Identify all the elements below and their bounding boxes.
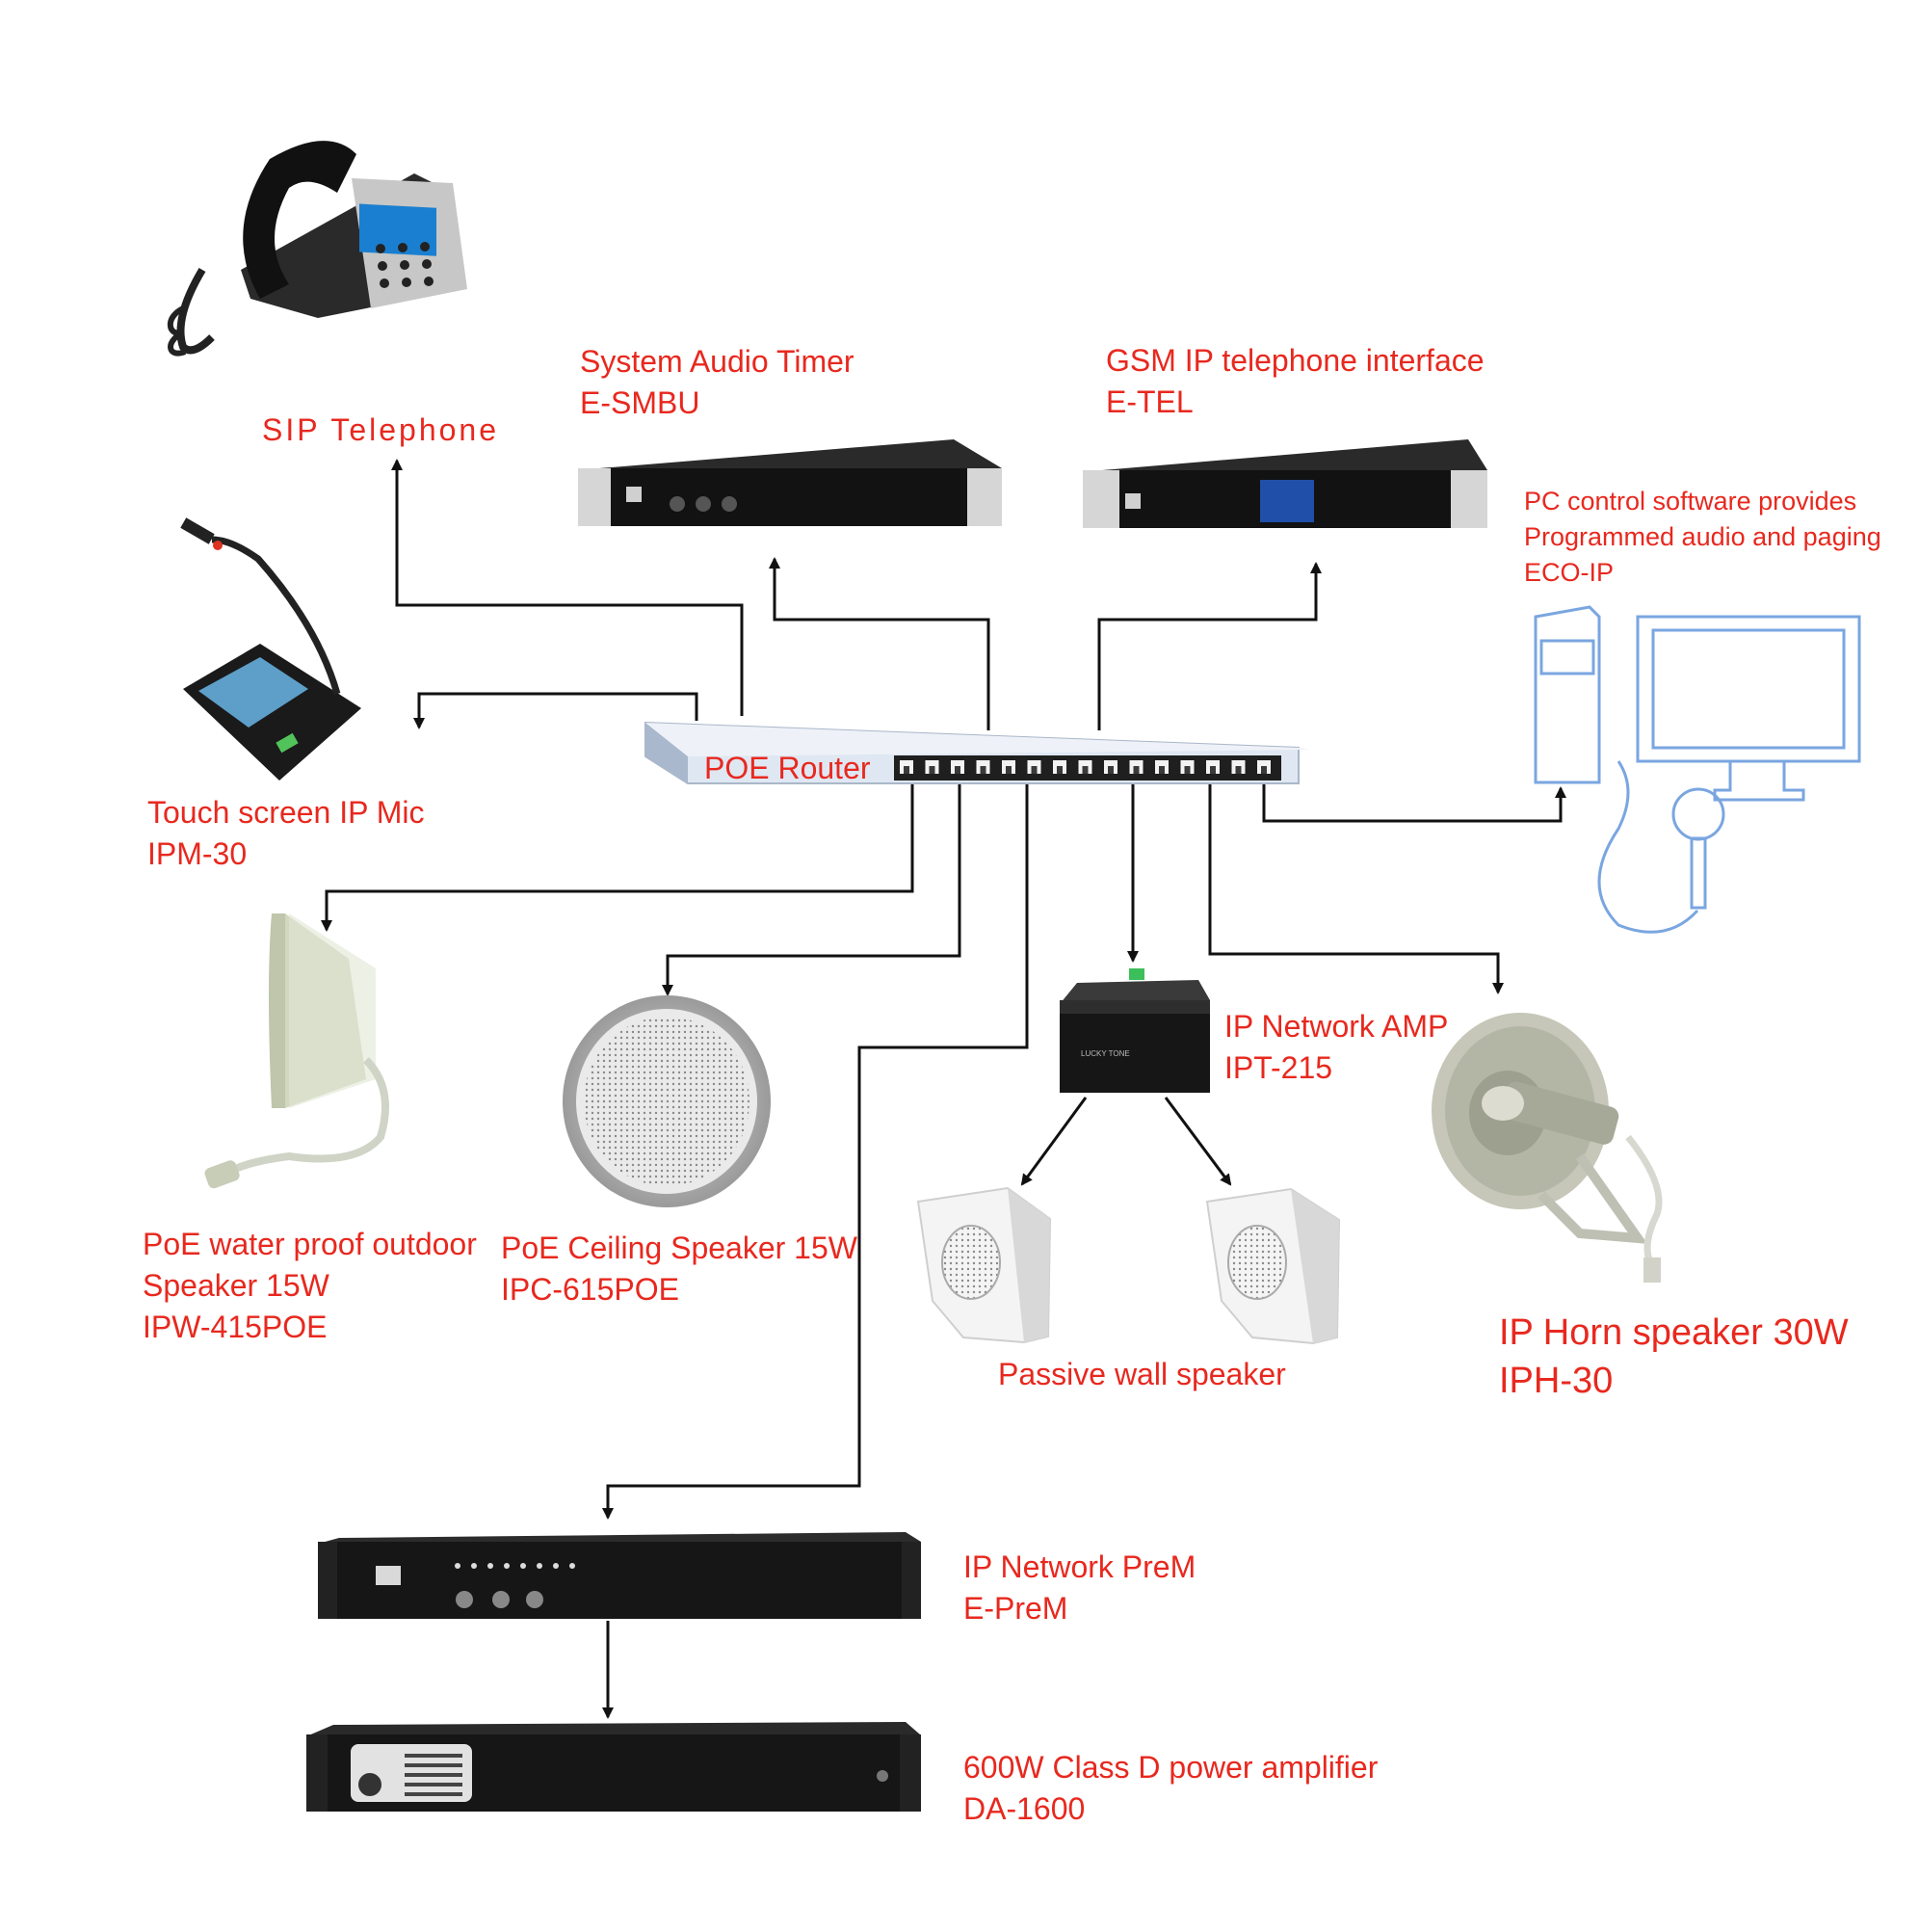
touch-mic-image [180,517,361,781]
pc-label: PC control software provides Programmed … [1524,484,1881,591]
horn-name: IP Horn speaker 30W [1499,1312,1849,1353]
network-amp-image: LUCKY TONE [1060,968,1210,1093]
link-wall-right [1164,1097,1232,1186]
router-label: POE Router [704,751,871,785]
timer-name: System Audio Timer [580,344,854,379]
sip-telephone-name: SIP Telephone [262,412,499,447]
poweramp-device-image [306,1722,921,1812]
wall-name: Passive wall speaker [998,1357,1286,1391]
outdoor-name: PoE water proof outdoor [143,1227,477,1261]
router-port-notch [980,766,986,774]
timer-label: System Audio Timer E-SMBU [580,341,854,424]
router-port-notch [1210,766,1216,774]
router-port-notch [929,766,935,774]
amp-name: IP Network AMP [1224,1009,1449,1044]
ceiling-name: PoE Ceiling Speaker 15W [501,1231,857,1265]
gsm-device-image [1083,439,1487,528]
gsm-label: GSM IP telephone interface E-TEL [1106,340,1485,423]
mic-model: IPM-30 [147,836,248,871]
router-port-notch [955,766,960,774]
link-horn [1208,783,1504,994]
link-prem [602,783,1029,1520]
router-port-notch [1184,766,1191,774]
link-timer [769,557,990,730]
outdoor-speaker-label: PoE water proof outdoor Speaker 15W IPW-… [143,1224,477,1348]
pc-line1: PC control software provides [1524,487,1857,516]
wall-speaker-right-image [1205,1187,1341,1345]
wall-speaker-label: Passive wall speaker [998,1354,1286,1395]
router-port-notch [1082,766,1089,774]
svg-text:LUCKY TONE: LUCKY TONE [1081,1049,1130,1058]
horn-speaker-image [1432,1013,1663,1283]
router-port-notch [1159,766,1165,774]
link-mic [413,692,698,729]
link-gsm [1097,562,1322,730]
pc-model: ECO-IP [1524,558,1615,587]
prem-label: IP Network PreM E-PreM [963,1547,1196,1629]
outdoor-model: IPW-415POE [143,1310,328,1344]
router-port-notch [1057,766,1063,774]
gsm-name: GSM IP telephone interface [1106,343,1485,378]
router-port-notch [1031,766,1038,774]
mic-name: Touch screen IP Mic [147,795,425,830]
poe-router [644,721,1310,784]
link-sip-phone [391,459,744,716]
prem-device-image [318,1532,921,1619]
router-port-notch [904,766,909,774]
link-ceiling [662,783,961,996]
prem-name: IP Network PreM [963,1549,1196,1584]
router-port-notch [1235,766,1242,774]
link-pc [1262,783,1566,823]
pc-image [1534,605,1861,934]
router-port-notch [1108,766,1114,774]
router-port-notch [1261,766,1267,774]
gsm-model: E-TEL [1106,384,1194,419]
router-port-notch [1006,766,1012,774]
ceiling-speaker-label: PoE Ceiling Speaker 15W IPC-615POE [501,1228,857,1310]
mic-label: Touch screen IP Mic IPM-30 [147,792,425,875]
ceiling-model: IPC-615POE [501,1272,679,1307]
outdoor-power: Speaker 15W [143,1268,329,1303]
prem-model: E-PreM [963,1591,1068,1626]
outdoor-speaker-image [204,913,389,1189]
poweramp-label: 600W Class D power amplifier DA-1600 [963,1747,1378,1830]
router-ports [900,760,1271,774]
pc-line2: Programmed audio and paging [1524,522,1881,551]
horn-speaker-label: IP Horn speaker 30W IPH-30 [1499,1309,1849,1405]
router-port-notch [1133,766,1140,774]
sip-telephone-label: SIP Telephone [262,410,499,451]
amp-label: IP Network AMP IPT-215 [1224,1006,1448,1089]
timer-device-image [578,439,1002,526]
link-wall-left [1020,1097,1088,1186]
poweramp-name: 600W Class D power amplifier [963,1750,1379,1785]
connection-lines [321,459,1566,1719]
link-outdoor [321,783,914,932]
horn-model: IPH-30 [1499,1361,1614,1401]
wall-speaker-left-image [916,1186,1052,1344]
sip-phone-image [167,141,467,357]
ceiling-speaker-image [563,995,771,1207]
poweramp-model: DA-1600 [963,1791,1086,1826]
timer-model: E-SMBU [580,385,700,420]
amp-model: IPT-215 [1224,1050,1333,1085]
